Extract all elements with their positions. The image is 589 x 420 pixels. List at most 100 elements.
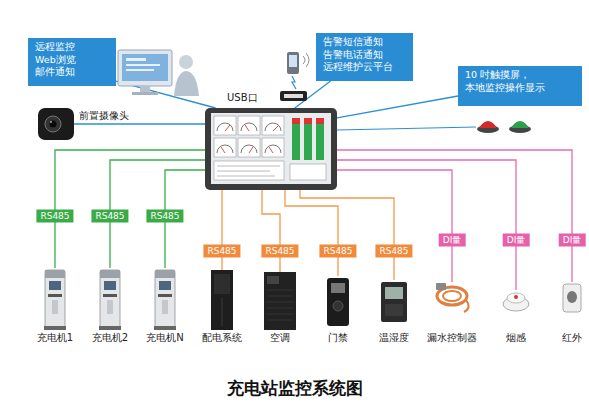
camera-icon	[38, 108, 74, 140]
phone-icon-part	[303, 53, 309, 67]
smoke-detector-part	[507, 293, 525, 303]
touch-screen-illustration-part	[221, 125, 278, 153]
access-control-part	[327, 278, 349, 326]
camera-icon-part	[50, 121, 52, 123]
node-text: 空调	[233, 331, 327, 345]
phone-icon	[287, 52, 309, 89]
monitor-node: USB口	[205, 108, 337, 190]
power-cabinet-part	[222, 298, 223, 326]
usb-port-part	[280, 91, 307, 101]
node-text: 温湿度	[350, 331, 438, 345]
node-text: Web浏览	[35, 54, 109, 67]
computer-illustration-part	[118, 50, 172, 86]
bus-line	[295, 81, 331, 108]
device-node: 空调	[263, 272, 297, 330]
humidity-sensor-part	[381, 282, 407, 322]
touch-screen-illustration-part	[217, 123, 281, 153]
indicator-buttons-part	[479, 121, 497, 128]
indicator-buttons	[337, 121, 531, 133]
charger-illustrations	[44, 270, 176, 330]
touch-screen-illustration-part	[214, 161, 284, 180]
indicator-buttons-part	[337, 127, 476, 130]
device-node: 门禁	[325, 276, 351, 328]
touch-screen-illustration-part	[238, 138, 260, 157]
touch-screen-illustration-part	[214, 116, 236, 135]
node-text: 邮件通知	[35, 66, 109, 79]
indicator-buttons-part	[509, 125, 531, 133]
leak-controller	[436, 283, 469, 312]
bus-line	[285, 190, 338, 276]
access-control	[327, 278, 349, 326]
node-text: 前置摄像头	[79, 109, 129, 123]
node-text: 充电机N	[124, 331, 206, 345]
phone-icon-part	[287, 52, 299, 74]
node-text: 充电机2	[69, 331, 151, 345]
node-text: 门禁	[295, 331, 381, 345]
node-text: 烟感	[473, 331, 559, 345]
bus-line	[165, 170, 205, 268]
infrared-sensor-part	[567, 291, 577, 303]
device-node: 配电系统	[210, 270, 234, 330]
touch-screen-illustration-part	[205, 108, 337, 190]
bus-line	[74, 123, 205, 124]
sensor-node: 红外	[562, 282, 582, 314]
figure-caption: 充电站监控系统图	[0, 377, 589, 400]
bus-line	[337, 170, 452, 282]
charger-node: 充电机N	[154, 268, 176, 330]
access-control-part	[331, 283, 345, 293]
sensor-node: 烟感	[503, 290, 529, 312]
node-text: USB口	[227, 91, 258, 105]
bus-line	[55, 150, 205, 268]
touch-screen-illustration-part	[217, 166, 280, 176]
phone-icon-part	[289, 55, 297, 67]
touch-screen-illustration-part	[304, 118, 312, 124]
touch-screen-illustration-part	[292, 118, 300, 124]
charger-node: 充电机1	[44, 268, 66, 330]
smoke-detector-part	[514, 295, 518, 299]
charger-illustrations-part	[154, 270, 176, 330]
touch-screen-illustration-part	[211, 113, 331, 184]
leak-controller-part	[443, 291, 461, 301]
bus-line	[337, 160, 516, 290]
usb-port	[280, 91, 307, 101]
infrared-sensor-part	[563, 284, 581, 312]
node-text: 本地监控操作显示	[465, 82, 575, 95]
node-text: 充电机1	[14, 331, 96, 345]
alarm-box: 告警短信通知告警电话通知远程维护云平台	[316, 33, 413, 81]
air-conditioner-part	[267, 276, 279, 284]
touch-screen-illustration-part	[316, 118, 324, 160]
power-cabinet-part	[214, 274, 230, 294]
computer-illustration-part	[126, 58, 146, 61]
smoke-detector	[503, 293, 529, 311]
indicator-buttons-part	[477, 125, 499, 133]
touch-screen-illustration-part	[238, 116, 260, 135]
camera-icon-part	[45, 116, 61, 132]
infrared-sensor	[563, 284, 581, 312]
bus-line	[221, 190, 222, 270]
bus-line	[300, 190, 394, 280]
bus-line	[262, 190, 280, 272]
computer-illustration-part	[179, 55, 193, 69]
computer-illustration-part	[122, 54, 168, 81]
bus-line	[110, 160, 205, 268]
node-text: 红外	[532, 331, 589, 345]
humidity-sensor-part	[385, 304, 403, 316]
air-conditioner	[264, 272, 296, 330]
humidity-sensor	[381, 282, 407, 322]
node-text: 漏水控制器	[404, 331, 500, 345]
computer-illustration-part	[126, 69, 154, 71]
charger-node: 充电机2	[99, 268, 121, 330]
touch-screen-illustration	[205, 108, 337, 190]
power-cabinet	[211, 270, 233, 330]
node-text: 远程维护云平台	[323, 61, 406, 74]
computer-illustration-part	[140, 86, 150, 92]
bus-line	[337, 150, 572, 282]
node-text: 配电系统	[180, 331, 264, 345]
touch-screen-illustration-part	[292, 118, 300, 160]
leak-controller-part	[437, 287, 467, 305]
touch-screen-illustration-part	[214, 138, 236, 157]
phone-icon-part	[292, 76, 296, 89]
bus-line	[116, 81, 216, 108]
computer-illustration-part	[126, 64, 160, 66]
